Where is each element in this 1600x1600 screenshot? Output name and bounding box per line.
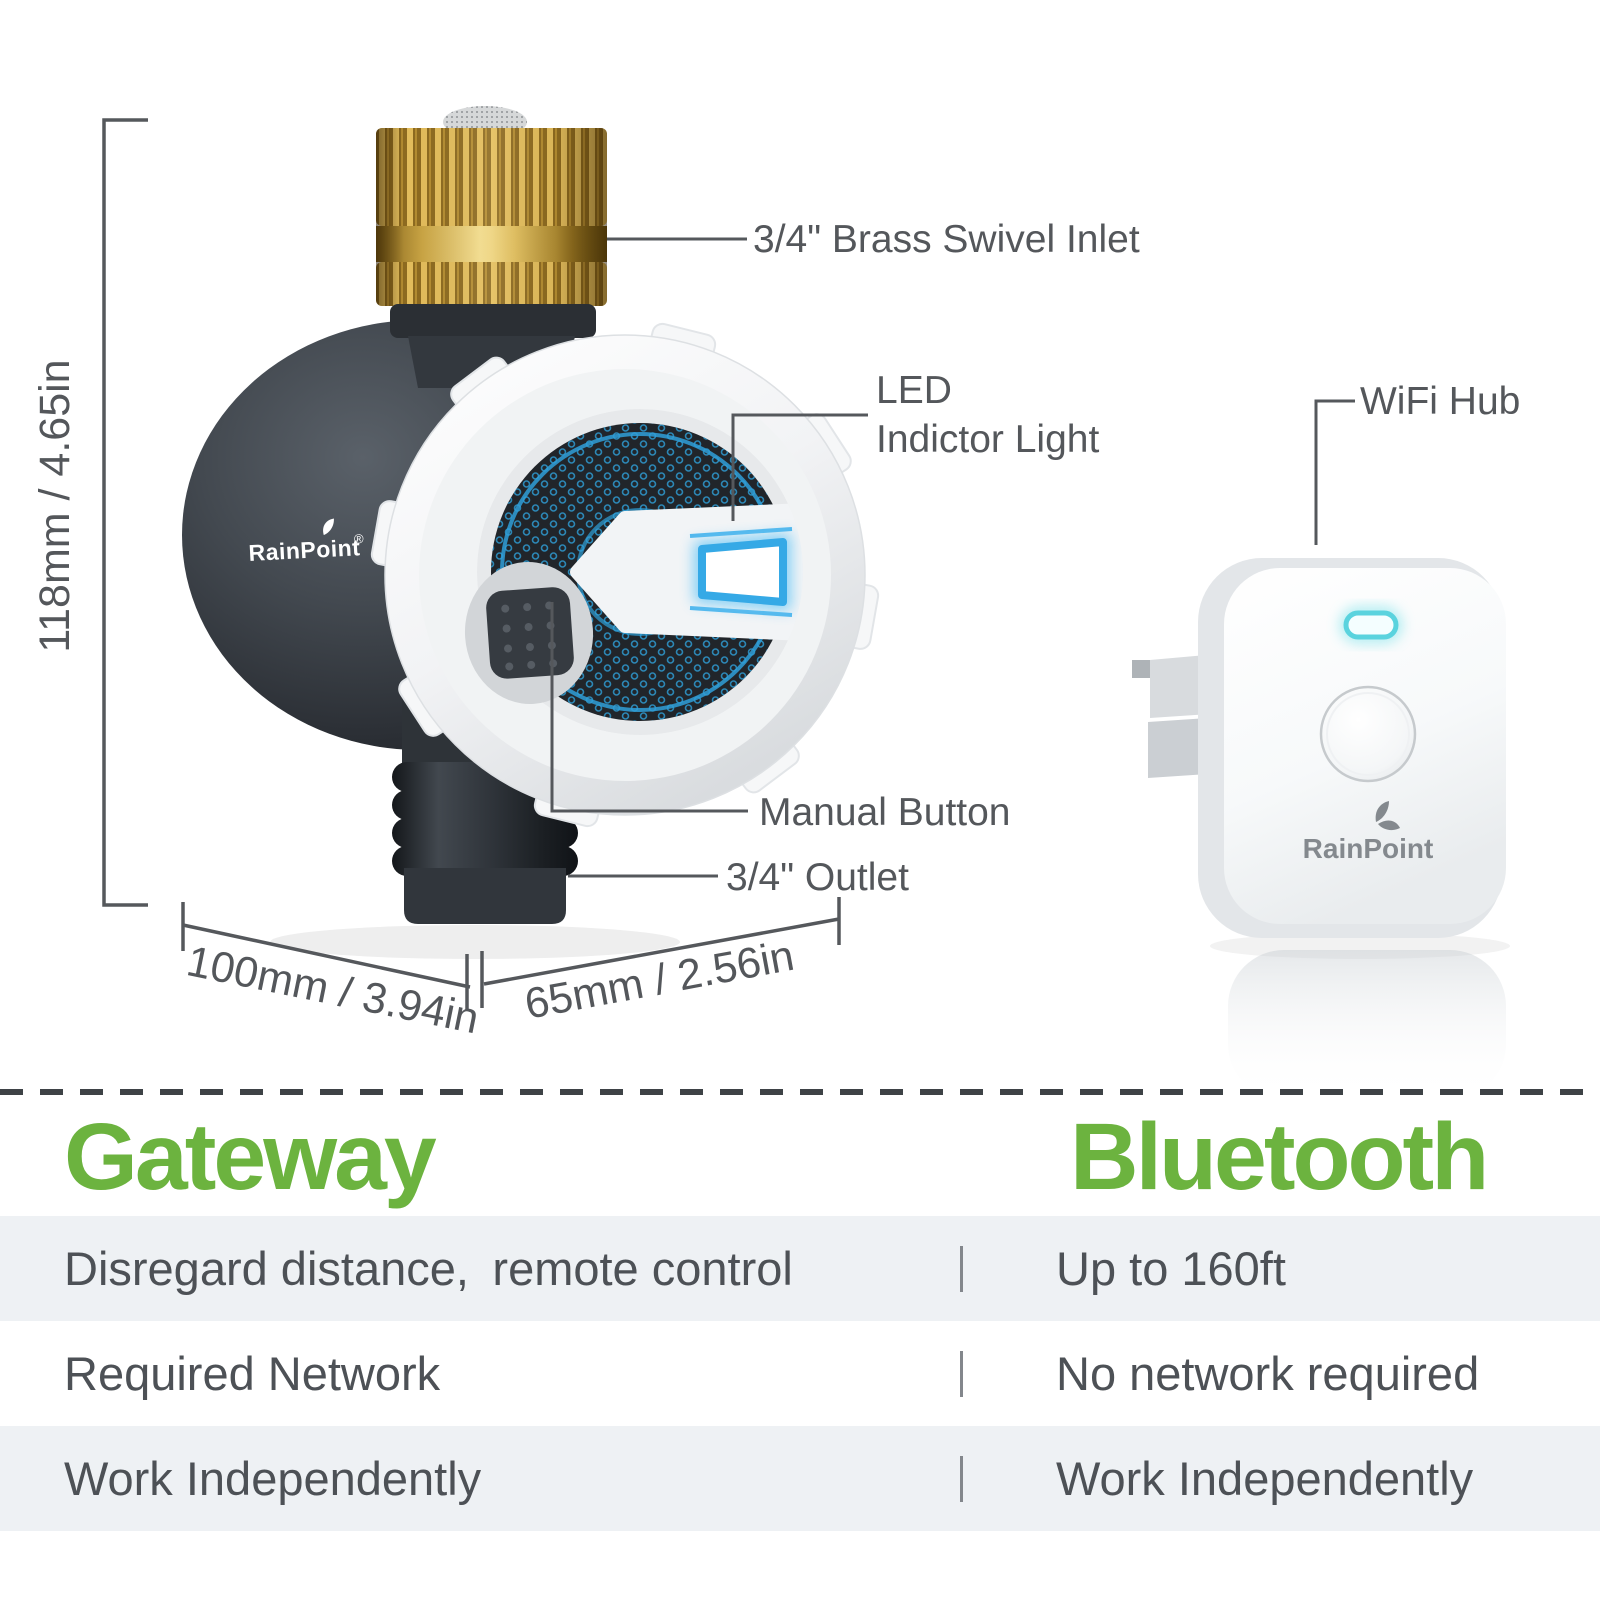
comparison-row: Required Network No network required — [0, 1321, 1600, 1426]
column-divider — [960, 1245, 963, 1292]
outlet-label: 3/4" Outlet — [726, 856, 909, 899]
gateway-cell: Required Network — [64, 1347, 441, 1400]
inlet-collar — [390, 304, 596, 338]
hub-logo: RainPoint — [1303, 801, 1434, 864]
comparison-row: Work Independently Work Independently — [0, 1426, 1600, 1531]
hub-pair-button — [1319, 685, 1417, 783]
wifi-hub: RainPoint — [1132, 558, 1506, 1100]
wifi-hub-label: WiFi Hub — [1360, 380, 1520, 423]
plug-prong-tip — [1132, 660, 1154, 678]
wifi-hub-leader-line — [1314, 399, 1355, 545]
timer-device: RainPoint ® — [182, 106, 880, 924]
timer-logo: RainPoint ® — [248, 518, 365, 566]
leaf-icon — [323, 518, 334, 536]
bluetooth-cell: Up to 160ft — [1056, 1242, 1286, 1295]
gateway-heading: Gateway — [64, 1104, 437, 1210]
callout-lines — [550, 237, 1355, 878]
led-indicator — [698, 538, 787, 606]
led-label-line2: Indictor Light — [876, 418, 1099, 461]
brass-inlet — [376, 106, 607, 388]
dimension-lines — [102, 118, 841, 1011]
manual-button-leader-line — [550, 602, 748, 813]
led-leader-line — [731, 413, 868, 521]
comparison-row: Disregard distance, remote control Up to… — [0, 1216, 1600, 1321]
timer-dial — [370, 322, 880, 828]
hub-led-indicator — [1343, 610, 1399, 640]
depth-line — [483, 917, 840, 986]
hub-reflection — [1228, 950, 1506, 1100]
gateway-cell: Disregard distance, remote control — [64, 1242, 793, 1295]
section-divider — [0, 1089, 1600, 1095]
bluetooth-heading: Bluetooth — [1070, 1104, 1489, 1210]
hub-button-ring — [1326, 692, 1410, 776]
inlet-label: 3/4" Brass Swivel Inlet — [753, 218, 1140, 261]
timer-logo-text: RainPoint — [248, 534, 361, 566]
leaf-icon — [1378, 820, 1400, 831]
manual-button-label: Manual Button — [759, 791, 1011, 834]
hub-logo-text: RainPoint — [1303, 833, 1434, 864]
leaf-icon — [1375, 801, 1389, 822]
registered-mark: ® — [354, 531, 365, 547]
gateway-cell: Work Independently — [64, 1452, 482, 1505]
column-divider — [960, 1350, 963, 1397]
led-label-line1: LED — [876, 369, 952, 412]
bluetooth-cell: No network required — [1056, 1347, 1480, 1400]
bluetooth-cell: Work Independently — [1056, 1452, 1474, 1505]
height-bracket — [102, 118, 148, 907]
timer-shadow — [270, 925, 680, 959]
callout-labels: 3/4" Brass Swivel Inlet LED Indictor Lig… — [726, 218, 1520, 899]
comparison-table: Disregard distance, remote control Up to… — [0, 1216, 1600, 1531]
column-divider — [960, 1455, 963, 1502]
height-dimension: 118mm / 4.65in — [31, 359, 79, 652]
width-line — [182, 923, 471, 989]
